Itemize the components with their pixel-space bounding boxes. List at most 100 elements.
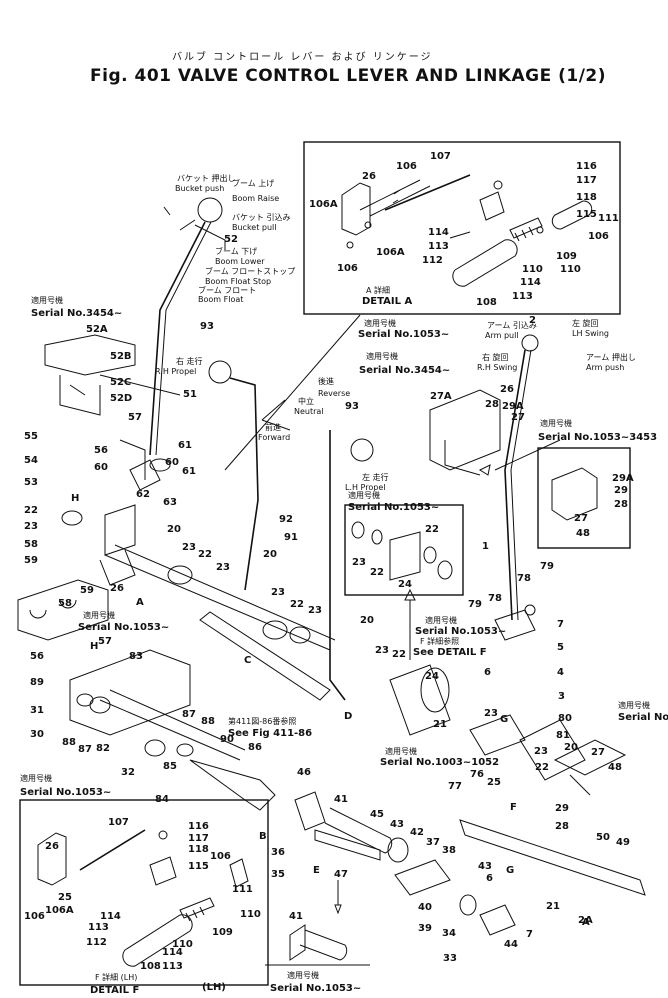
caption-bucket-push-jp: バケット 押出し: [177, 174, 236, 183]
part-number-label: 43: [390, 819, 404, 830]
part-number-label: 22: [425, 524, 439, 535]
part-number-label: 23: [271, 587, 285, 598]
serial-note: Serial No.1003~1052: [618, 712, 668, 723]
part-number-label: 57: [98, 636, 112, 647]
part-number-label: 61: [182, 466, 196, 477]
part-number-label: 25: [58, 892, 72, 903]
part-number-label: 1: [482, 541, 489, 552]
part-number-label: 29A: [502, 401, 524, 412]
part-number-label: 3: [558, 691, 565, 702]
part-number-label: 27: [574, 513, 588, 524]
part-number-label: 82: [96, 743, 110, 754]
part-number-label: 106: [24, 911, 45, 922]
part-number-label: 36: [271, 847, 285, 858]
caption-forward-jp: 前進: [265, 423, 281, 432]
part-number-label: 109: [212, 927, 233, 938]
part-number-label: 118: [576, 192, 597, 203]
part-number-label: 90: [220, 734, 234, 745]
part-number-label: 51: [183, 389, 197, 400]
part-number-label: 4: [557, 667, 564, 678]
reference-letter: C: [244, 655, 252, 666]
detail-f-frame: [19, 799, 269, 986]
caption-rh-propel-jp: 右 走行: [176, 357, 203, 366]
part-number-label: 114: [100, 911, 121, 922]
see-detail-f-jp: F 詳細参照: [420, 637, 460, 646]
part-number-label: 85: [163, 761, 177, 772]
caption-boom-lower-jp: ブーム 下げ: [215, 247, 258, 256]
part-number-label: 30: [30, 729, 44, 740]
part-number-label: 21: [433, 719, 447, 730]
serial-note: Serial No.1053~: [348, 502, 440, 513]
part-number-label: 24: [425, 671, 439, 682]
caption-lh-propel-jp: 左 走行: [362, 473, 389, 482]
part-number-label: 22: [535, 762, 549, 773]
part-number-label: 114: [162, 947, 183, 958]
part-number-label: 60: [165, 457, 179, 468]
part-number-label: 48: [576, 528, 590, 539]
part-number-label: 59: [80, 585, 94, 596]
caption-bucket-push: Bucket push: [175, 184, 225, 193]
part-number-label: 93: [345, 401, 359, 412]
caption-reverse: Reverse: [318, 389, 351, 398]
part-number-label: 45: [370, 809, 384, 820]
part-number-label: 58: [24, 539, 38, 550]
serial-note: Serial No.3454~: [359, 365, 451, 376]
part-number-label: 63: [163, 497, 177, 508]
part-number-label: 29: [614, 485, 628, 496]
part-number-label: 23: [182, 542, 196, 553]
see-fig-jp: 第411図-86番参照: [228, 717, 297, 726]
part-number-label: 32: [121, 767, 135, 778]
serial-note: Serial No.1053~: [78, 622, 170, 633]
serial-note-jp: 適用号機: [425, 616, 457, 625]
caption-boom-float-stop-jp: ブーム フロートストップ: [205, 267, 296, 276]
part-number-label: 116: [188, 821, 209, 832]
part-number-label: 106A: [309, 199, 338, 210]
part-number-label: 78: [517, 573, 531, 584]
part-number-label: 106: [337, 263, 358, 274]
caption-lh-propel: L.H Propel: [345, 483, 386, 492]
serial-note: Serial No.1053~: [415, 626, 507, 637]
part-number-label: 26: [500, 384, 514, 395]
part-number-label: 112: [422, 255, 443, 266]
part-number-label: 52A: [86, 324, 108, 335]
part-number-label: 46: [297, 767, 311, 778]
serial-note-jp: 適用号機: [348, 491, 380, 500]
caption-arm-pull: Arm pull: [485, 331, 519, 340]
part-number-label: 28: [555, 821, 569, 832]
part-number-label: 115: [188, 861, 209, 872]
part-number-label: 115: [576, 209, 597, 220]
reference-letter: A: [582, 917, 590, 928]
figure-title: Fig. 401 VALVE CONTROL LEVER AND LINKAGE…: [90, 66, 607, 86]
part-number-label: 35: [271, 869, 285, 880]
part-number-label: 111: [598, 213, 619, 224]
part-number-label: 106: [210, 851, 231, 862]
serial-note-jp: 適用号機: [540, 419, 572, 428]
part-number-label: 109: [556, 251, 577, 262]
part-number-label: 59: [24, 555, 38, 566]
part-number-label: 28: [614, 499, 628, 510]
caption-arm-pull-jp: アーム 引込み: [487, 321, 537, 330]
part-number-label: 56: [94, 445, 108, 456]
caption-rh-propel: R.H Propel: [155, 367, 197, 376]
part-number-label: 52D: [110, 393, 133, 404]
part-number-label: 55: [24, 431, 38, 442]
see-fig: See Fig 411-86: [228, 728, 313, 739]
part-number-label: 107: [430, 151, 451, 162]
part-number-label: 79: [540, 561, 554, 572]
part-number-label: 87: [78, 744, 92, 755]
part-number-label: 26: [110, 583, 124, 594]
part-number-label: 116: [576, 161, 597, 172]
caption-reverse-jp: 後進: [318, 377, 334, 386]
part-number-label: 91: [284, 532, 298, 543]
part-number-label: 107: [108, 817, 129, 828]
serial-note: Serial No.1053~: [20, 787, 112, 798]
part-number-label: 110: [560, 264, 581, 275]
part-number-label: 22: [24, 505, 38, 516]
part-number-label: 89: [30, 677, 44, 688]
part-number-label: 113: [428, 241, 449, 252]
part-number-label: 26: [45, 841, 59, 852]
serial-note: Serial No.1053~: [358, 329, 450, 340]
part-number-label: 52B: [110, 351, 132, 362]
part-number-label: 40: [418, 902, 432, 913]
part-number-label: 84: [155, 794, 169, 805]
